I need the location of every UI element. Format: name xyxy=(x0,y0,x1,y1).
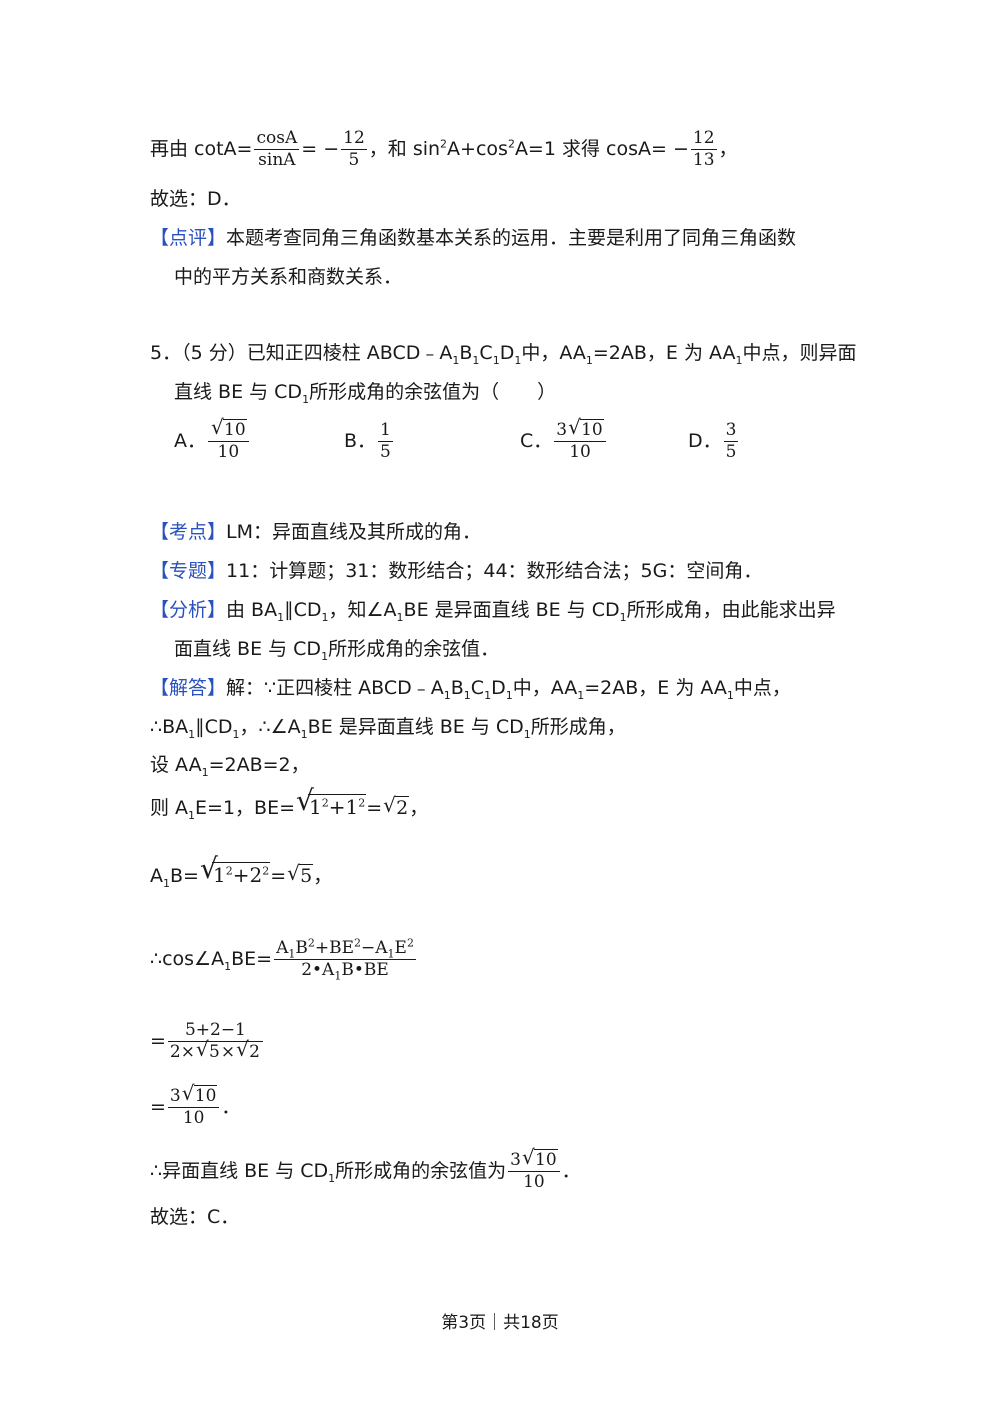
sqrt-symbol: √10 xyxy=(181,1081,218,1106)
prev-answer: 故选：D． xyxy=(150,188,241,210)
sqrt-symbol: √5 xyxy=(195,1037,221,1062)
review-line-2: 中的平方关系和商数关系． xyxy=(174,266,403,288)
sqrt-symbol: √10 xyxy=(522,1145,558,1170)
review-tag: 【点评】 xyxy=(150,227,227,249)
jieda-tag: 【解答】 xyxy=(150,677,227,699)
fenxi-tag: 【分析】 xyxy=(150,599,227,621)
jieda-line-3: 设 AA1=2AB=2， xyxy=(150,754,310,779)
sqrt-symbol: √10 xyxy=(568,415,604,440)
question-5-stem-line-1: 5．（5 分）已知正四棱柱 ABCD﹣A1B1C1D1中，AA1=2AB，E 为… xyxy=(150,342,857,367)
page-footer: 第3页｜共18页 xyxy=(441,1313,559,1333)
zhuanti-line: 【专题】11：计算题；31：数形结合；44：数形结合法；5G：空间角． xyxy=(150,560,763,582)
zhuanti-tag: 【专题】 xyxy=(150,560,227,582)
review-line-1: 【点评】本题考查同角三角函数基本关系的运用．主要是利用了同角三角函数 xyxy=(150,227,797,249)
jieda-line-2: ∴BA1∥CD1，∴∠A1BE 是异面直线 BE 与 CD1所形成角， xyxy=(150,716,626,741)
sqrt-symbol: √5 xyxy=(287,861,314,887)
sqrt-symbol: √12+12 xyxy=(296,784,367,819)
sqrt-symbol: √2 xyxy=(236,1037,261,1062)
final-answer: 故选：C． xyxy=(150,1206,240,1228)
sqrt-symbol: √12+22 xyxy=(199,852,271,887)
sqrt-symbol: √2 xyxy=(383,793,410,819)
jieda-line-4: 则 A1E=1，BE=√12+12=√2， xyxy=(150,784,429,822)
fenxi-line-2: 面直线 BE 与 CD1所形成角的余弦值． xyxy=(174,638,500,663)
jieda-line-5: A1B=√12+22=√5， xyxy=(150,852,333,890)
sqrt-symbol: √10 xyxy=(211,415,247,440)
kaodian-tag: 【考点】 xyxy=(150,521,227,543)
kaodian-line: 【考点】LM：异面直线及其所成的角． xyxy=(150,521,481,543)
fenxi-line-1: 【分析】由 BA1∥CD1，知∠A1BE 是异面直线 BE 与 CD1所形成角，… xyxy=(150,599,836,624)
question-5-stem-line-2: 直线 BE 与 CD1所形成角的余弦值为（ ） xyxy=(174,381,557,406)
jieda-line-1: 【解答】解：∵正四棱柱 ABCD﹣A1B1C1D1中，AA1=2AB，E 为 A… xyxy=(150,677,791,702)
